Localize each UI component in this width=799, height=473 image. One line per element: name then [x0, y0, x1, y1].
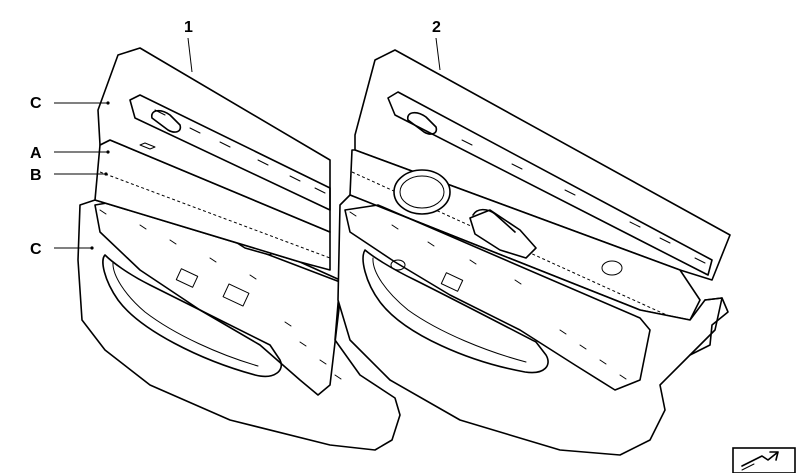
panel-1-switch-1	[175, 268, 199, 288]
panel-2-door-pocket-inner	[372, 257, 527, 363]
panel-2-tweeter	[601, 260, 623, 276]
callout-c-lower-label: C	[30, 241, 42, 258]
door-panel-2	[337, 49, 731, 456]
panel-2-switch-1	[440, 272, 464, 292]
panel-2-speaker-grille-inner	[399, 175, 445, 209]
callout-part-2: 2	[432, 19, 441, 71]
panel-2-lower-trim	[337, 194, 723, 456]
panel-2-clip-hole	[390, 259, 406, 271]
panel-1-door-pocket-inner	[112, 261, 259, 367]
panel-1-trim-clip	[139, 142, 156, 150]
panel-2-speaker-grille	[393, 169, 451, 215]
panel-2-rail-clips	[461, 139, 706, 264]
panel-2-window-rail	[387, 91, 713, 276]
panel-2-handle	[472, 208, 516, 233]
callout-label-c-lower: C	[30, 241, 94, 258]
panel-1-switch-2	[222, 283, 250, 307]
panel-2-armrest	[344, 204, 651, 391]
panel-1-window-rail	[129, 94, 331, 211]
callout-b-label: B	[30, 167, 42, 184]
panel-2-rear-flange	[689, 297, 729, 356]
panel-1-door-pocket	[102, 254, 282, 378]
panel-1-rail-clips	[154, 109, 326, 194]
callout-part-1: 1	[184, 19, 193, 73]
door-panel-1	[77, 47, 401, 451]
callout-label-a: A	[30, 145, 110, 162]
arrow-icon[interactable]	[732, 447, 796, 473]
panel-2-door-pocket	[362, 249, 549, 374]
callout-c-upper-label: C	[30, 95, 42, 112]
callout-a-label: A	[30, 145, 42, 162]
callout-label-b: B	[30, 167, 108, 184]
panel-1-armrest	[94, 199, 341, 396]
panel-1-lower-trim	[77, 199, 401, 451]
panel-2-window-switch	[406, 111, 438, 135]
callout-part-2-label: 2	[432, 19, 441, 36]
panel-2-clip-row	[349, 211, 627, 380]
panel-1-clip-row	[99, 209, 342, 380]
panel-1-seam-stitching	[99, 171, 331, 259]
callout-label-c-upper: C	[30, 95, 110, 112]
callout-part-1-label: 1	[184, 19, 193, 36]
panel-1-window-switch	[150, 109, 182, 133]
